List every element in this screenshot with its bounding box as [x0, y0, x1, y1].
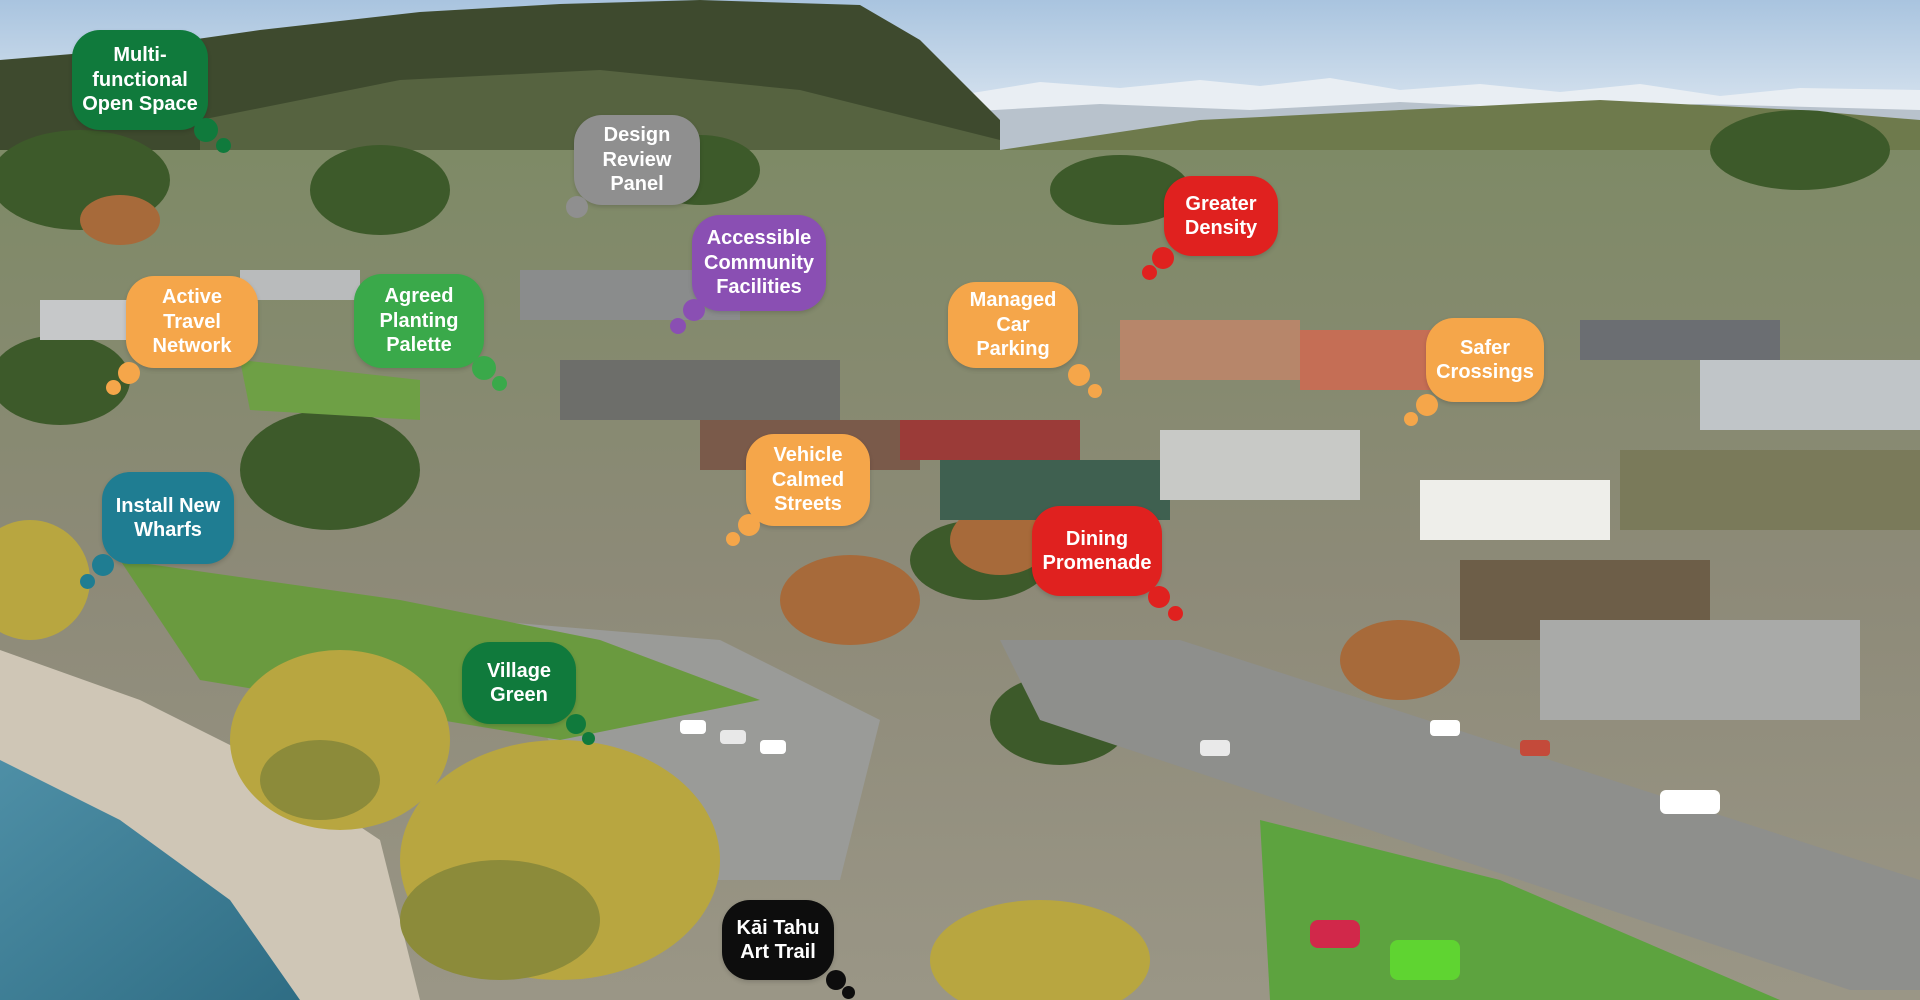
label-pointer-dot: [670, 318, 686, 334]
autumn-trees: [80, 195, 1460, 700]
label-pointer-dot: [1404, 412, 1418, 426]
label-managed-car-parking: Managed Car Parking: [948, 282, 1078, 368]
label-pointer-dot: [92, 554, 114, 576]
cars: [680, 720, 1720, 980]
label-pointer-dot: [738, 514, 760, 536]
label-agreed-planting-palette: Agreed Planting Palette: [354, 274, 484, 368]
label-safer-crossings: Safer Crossings: [1426, 318, 1544, 402]
willow-shadows: [260, 740, 600, 980]
label-pointer-dot: [1068, 364, 1090, 386]
label-vehicle-calmed-streets: Vehicle Calmed Streets: [746, 434, 870, 526]
label-pointer-dot: [216, 138, 231, 153]
label-pointer-dot: [1088, 384, 1102, 398]
label-install-new-wharfs: Install New Wharfs: [102, 472, 234, 564]
label-village-green: Village Green: [462, 642, 576, 724]
label-pointer-dot: [566, 714, 586, 734]
label-pointer-dot: [472, 356, 496, 380]
label-pointer-dot: [582, 732, 595, 745]
label-pointer-dot: [1148, 586, 1170, 608]
label-pointer-dot: [1152, 247, 1174, 269]
label-multifunctional-open-space: Multi- functional Open Space: [72, 30, 208, 130]
main-road: [1000, 640, 1920, 990]
label-pointer-dot: [118, 362, 140, 384]
lawn-left: [240, 360, 420, 420]
label-dining-promenade: Dining Promenade: [1032, 506, 1162, 596]
label-pointer-dot: [1168, 606, 1183, 621]
label-pointer-dot: [683, 299, 705, 321]
lake: [0, 760, 300, 1000]
label-active-travel-network: Active Travel Network: [126, 276, 258, 368]
label-pointer-dot: [1416, 394, 1438, 416]
label-pointer-dot: [826, 970, 846, 990]
label-pointer-dot: [106, 380, 121, 395]
label-kai-tahu-art-trail: Kāi Tahu Art Trail: [722, 900, 834, 980]
label-pointer-dot: [80, 574, 95, 589]
label-pointer-dot: [492, 376, 507, 391]
village-green-lawn: [120, 560, 760, 740]
label-accessible-community-facilities: Accessible Community Facilities: [692, 215, 826, 311]
label-pointer-dot: [842, 986, 855, 999]
label-pointer-dot: [194, 118, 218, 142]
label-pointer-dot: [566, 196, 588, 218]
label-greater-density: Greater Density: [1164, 176, 1278, 256]
label-design-review-panel: Design Review Panel: [574, 115, 700, 205]
label-pointer-dot: [726, 532, 740, 546]
label-pointer-dot: [1142, 265, 1157, 280]
